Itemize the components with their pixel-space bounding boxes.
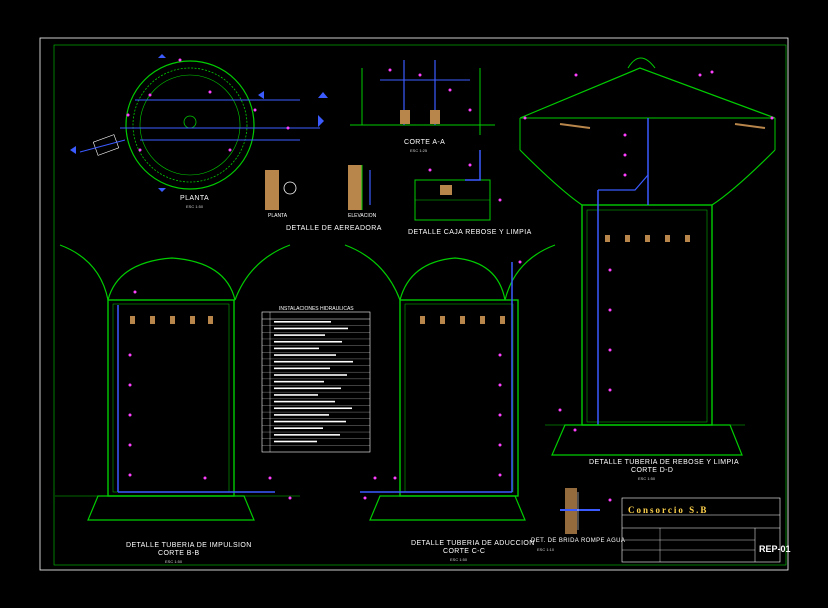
aereadora-sub-left: PLANTA: [268, 213, 288, 219]
planta-view: [70, 54, 324, 192]
section-marker-icon: [70, 54, 324, 192]
table-row-text-stroke: [274, 374, 347, 376]
north-arrow-icon: [318, 92, 328, 98]
table-row-text-stroke: [274, 434, 340, 436]
table-row-text-stroke: [274, 400, 335, 403]
aereadora-title: DETALLE DE AEREADORA: [286, 225, 382, 232]
title-block-company: Consorcio S.B: [628, 505, 709, 515]
rompe-agua-title: DET. DE BRIDA ROMPE AGUA: [531, 538, 626, 544]
rebose-limpia-scale: ESC 1:50: [638, 476, 656, 481]
table-row-text-stroke: [274, 354, 336, 356]
table-row-text-stroke: [274, 407, 352, 410]
brida-rompe-agua-view: [560, 488, 612, 534]
table-row-text-stroke: [274, 347, 319, 350]
caja-rebose-title: DETALLE CAJA REBOSE Y LIMPIA: [408, 229, 532, 236]
planta-scale: ESC 1:50: [186, 204, 204, 209]
instalaciones-table: [261, 311, 371, 453]
impulsion-title: DETALLE TUBERIA DE IMPULSION: [126, 542, 252, 549]
table-row-text-stroke: [274, 380, 324, 383]
table-row-text-stroke: [274, 427, 323, 429]
title-block-sheet-code: REP-01: [759, 544, 791, 554]
caja-rebose-view: [414, 150, 502, 221]
corte-aa-view: [350, 60, 495, 135]
outer-frame: [39, 37, 789, 571]
rebose-limpia-title: DETALLE TUBERIA DE REBOSE Y LIMPIA: [589, 459, 740, 466]
corte-cc-view: [344, 244, 556, 521]
table-row-text-stroke: [274, 420, 346, 423]
corte-bb-view: [55, 244, 300, 521]
rebose-limpia-cut: CORTE D-D: [631, 467, 674, 474]
rompe-agua-scale: ESC 1:10: [537, 547, 555, 552]
planta-title: PLANTA: [180, 195, 210, 202]
aereadora-sub-right: ELEVACION: [348, 213, 377, 219]
table-row-text-stroke: [274, 440, 317, 443]
table-title: INSTALACIONES HIDRAULICAS: [279, 306, 354, 312]
table-row-text-stroke: [274, 334, 325, 336]
title-block: [621, 497, 781, 563]
table-row-text-stroke: [274, 394, 318, 396]
table-row-text-stroke: [274, 327, 348, 330]
corte-dd-view: [519, 57, 776, 456]
table-row-text-stroke: [274, 414, 329, 416]
corte-aa-scale: ESC 1:25: [410, 148, 428, 153]
impulsion-cut: CORTE B-B: [158, 550, 200, 557]
aduccion-cut: CORTE C-C: [443, 548, 486, 555]
inner-frame: [53, 44, 787, 566]
table-row-text-stroke: [274, 387, 341, 390]
aereadora-view: [265, 165, 371, 210]
corte-aa-title: CORTE A-A: [404, 139, 446, 146]
table-row-text-stroke: [274, 321, 331, 323]
table-row-text-stroke: [274, 367, 330, 370]
aduccion-scale: ESC 1:50: [450, 557, 468, 562]
table-row-text-stroke: [274, 340, 342, 343]
aduccion-title: DETALLE TUBERIA DE ADUCCION: [411, 540, 535, 547]
table-row-text-stroke: [274, 360, 353, 363]
impulsion-scale: ESC 1:50: [165, 559, 183, 564]
